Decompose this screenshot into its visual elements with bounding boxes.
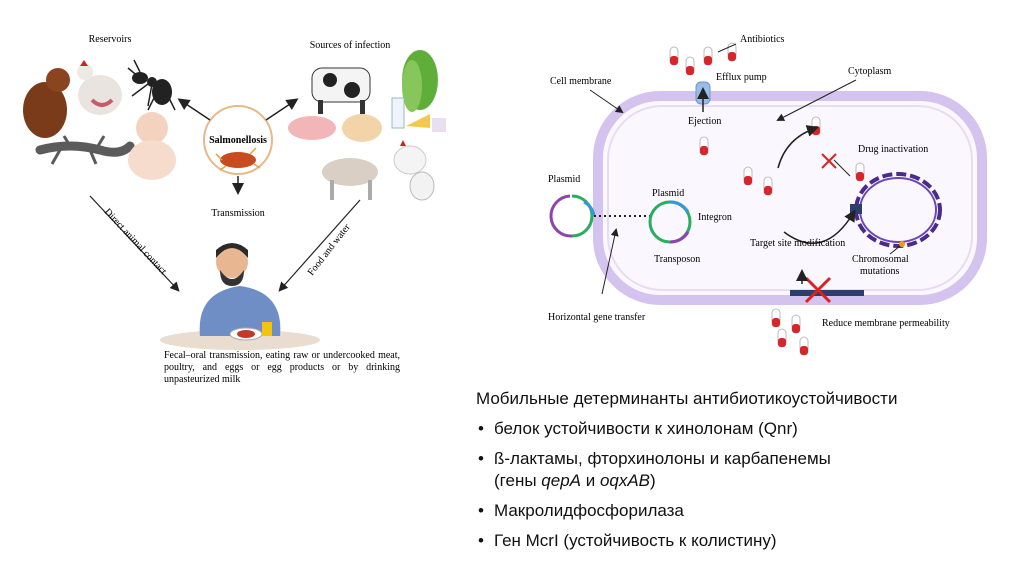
- resistance-mechanisms-figure: Antibiotics Efflux pump Ejection Cytopla…: [520, 0, 1024, 380]
- chromosomal-label: Chromosomal: [852, 254, 909, 265]
- cell-membrane-shape: [593, 91, 987, 305]
- ejection-label: Ejection: [688, 116, 721, 127]
- salmonellosis-diagram: Reservoirs Sources of infe: [23, 34, 446, 385]
- infection-sources-illustration: [288, 50, 446, 201]
- porin-channel: [790, 290, 864, 296]
- antibiotic-capsules-bottom: [771, 308, 809, 356]
- salmonellosis-figure: Reservoirs Sources of infe: [0, 0, 520, 420]
- arrow-to-sources: [265, 98, 299, 121]
- sources-label: Sources of infection: [310, 40, 391, 51]
- plasmid-label-2: Plasmid: [652, 188, 684, 199]
- cell-membrane-label: Cell membrane: [550, 76, 612, 87]
- list-item-beta-lactams: ß-лактамы, фторхинолоны и карбапенемы (г…: [476, 448, 1016, 492]
- antibiotics-label: Antibiotics: [740, 34, 785, 45]
- plasmid-label-1: Plasmid: [548, 174, 580, 185]
- reservoirs-label: Reservoirs: [89, 34, 132, 45]
- arrow-food-water: [278, 199, 361, 292]
- arrow-to-reservoirs: [177, 98, 211, 121]
- drug-inactivation-label: Drug inactivation: [858, 144, 928, 155]
- cytoplasm-label: Cytoplasm: [848, 66, 892, 77]
- permeability-cross-icon: [804, 276, 832, 304]
- plasmid-inside-icon: [648, 200, 692, 244]
- person-eating-illustration: [160, 243, 320, 350]
- efflux-pump-label: Efflux pump: [716, 72, 767, 83]
- transmission-label: Transmission: [211, 208, 265, 219]
- food-water-label: Food and water: [306, 222, 353, 278]
- reservoir-animals-illustration: [23, 59, 176, 180]
- salmonellosis-label: Salmonellosis: [209, 135, 267, 146]
- list-item-qnr: белок устойчивости к хинолонам (Qnr): [476, 418, 1016, 440]
- list-item-macrolide: Макролидфосфорилаза: [476, 500, 1016, 522]
- antibiotic-capsules-top: [669, 42, 737, 76]
- resistance-determinants-list: Мобильные детерминанты антибиотикоустойч…: [476, 388, 1016, 560]
- list-item-mcri: Ген McrI (устойчивость к колистину): [476, 530, 1016, 552]
- resistance-mechanisms-diagram: Antibiotics Efflux pump Ejection Cytopla…: [548, 34, 987, 356]
- reduce-permeability-label: Reduce membrane permeability: [822, 318, 950, 329]
- arrow-direct-contact: [89, 195, 180, 292]
- salmonellosis-circle: [203, 105, 273, 175]
- transposon-label: Transposon: [654, 254, 700, 265]
- target-site-label: Target site modification: [750, 238, 845, 249]
- chromosome-icon: [850, 172, 942, 248]
- direct-contact-label: Direct animal contact: [102, 207, 169, 278]
- hgt-label: Horizontal gene transfer: [548, 312, 646, 323]
- mutations-label: mutations: [860, 266, 900, 277]
- plasmid-outside-icon: [549, 194, 596, 238]
- list-heading: Мобильные детерминанты антибиотикоустойч…: [476, 389, 898, 408]
- drug-inactivation-cross-icon: [821, 153, 837, 169]
- transmission-caption: Fecal–oral transmission, eating raw or u…: [164, 350, 400, 385]
- salmonella-bacterium-icon: [220, 152, 256, 168]
- integron-label: Integron: [698, 212, 732, 223]
